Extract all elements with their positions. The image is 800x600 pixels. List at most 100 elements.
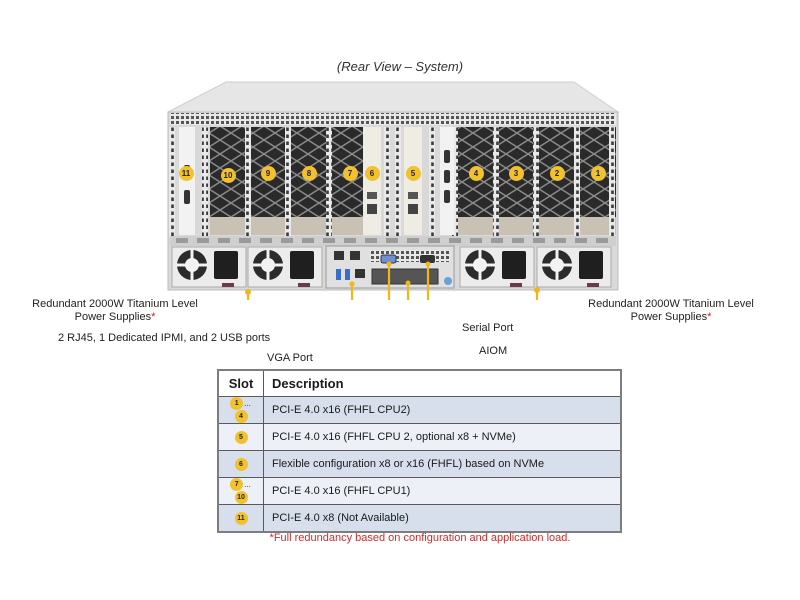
slot-cutout xyxy=(444,190,450,203)
chassis-tab xyxy=(218,238,230,243)
slot-bracket-bottom xyxy=(332,217,368,235)
chassis-tab xyxy=(575,238,587,243)
table-row: 5 PCI-E 4.0 x16 (FHFL CPU 2, optional x8… xyxy=(217,423,622,451)
slot-badge: 6 xyxy=(234,457,248,471)
nic-port xyxy=(408,192,418,199)
serial-label: Serial Port xyxy=(462,322,514,334)
psu-latch xyxy=(222,283,234,287)
description-cell: PCI-E 4.0 x16 (FHFL CPU1) xyxy=(263,477,622,505)
footnote: *Full redundancy based on configuration … xyxy=(269,532,571,544)
chassis-tab xyxy=(386,238,398,243)
rj45-port xyxy=(334,251,344,260)
chassis-tab xyxy=(365,238,377,243)
figure-title: (Rear View – System) xyxy=(336,59,464,74)
nic-port xyxy=(367,192,377,199)
slot-description-table: Slot Description 1...4 PCI-E 4.0 x16 (FH… xyxy=(217,369,622,533)
slot-bracket-bottom xyxy=(250,217,286,235)
table-row: 6 Flexible configuration x8 or x16 (FHFL… xyxy=(217,450,622,478)
psu-right-label: Redundant 2000W Titanium Level Power Sup… xyxy=(588,298,754,323)
chassis-tab xyxy=(323,238,335,243)
slot-number-badge: 3 xyxy=(508,165,524,181)
slot-bracket-bottom xyxy=(580,217,616,235)
slot-column-header: Slot xyxy=(217,369,264,397)
slot-rail xyxy=(245,127,251,237)
slot-rail xyxy=(429,127,435,237)
slot-cell: 7...10 xyxy=(217,477,264,505)
chassis-tab xyxy=(554,238,566,243)
description-cell: PCI-E 4.0 x16 (FHFL CPU2) xyxy=(263,396,622,424)
vga-label: VGA Port xyxy=(267,352,313,364)
power-inlet xyxy=(290,251,314,279)
aiom-label: AIOM xyxy=(479,345,508,357)
slot-badge: 11 xyxy=(234,511,248,525)
chassis-tab xyxy=(197,238,209,243)
power-inlet xyxy=(502,251,526,279)
vga-callout-line xyxy=(387,263,391,300)
slot-number-badge: 5 xyxy=(405,165,421,181)
table-row: 11 PCI-E 4.0 x8 (Not Available) xyxy=(217,504,622,533)
description-cell: PCI-E 4.0 x16 (FHFL CPU 2, optional x8 +… xyxy=(263,423,622,451)
nic-port xyxy=(408,204,418,214)
description-cell: Flexible configuration x8 or x16 (FHFL) … xyxy=(263,450,622,478)
chassis-tab xyxy=(281,238,293,243)
power-inlet xyxy=(579,251,603,279)
psu-latch xyxy=(298,283,310,287)
chassis-tab xyxy=(260,238,272,243)
psu-module xyxy=(247,246,323,288)
slot-rail xyxy=(533,127,539,237)
slot-rail xyxy=(452,127,458,237)
slot-rail xyxy=(609,127,615,237)
psu-left-label: Redundant 2000W Titanium Level Power Sup… xyxy=(32,298,198,323)
psu-module xyxy=(459,246,535,288)
chassis-tab xyxy=(596,238,608,243)
description-cell: PCI-E 4.0 x8 (Not Available) xyxy=(263,504,622,533)
slot-rail xyxy=(384,127,390,237)
slot-rail xyxy=(574,127,580,237)
chassis-tab xyxy=(470,238,482,243)
chassis-tab xyxy=(176,238,188,243)
slot-bracket-bottom xyxy=(291,217,327,235)
chassis-tab xyxy=(512,238,524,243)
slot-bracket-bottom xyxy=(210,217,246,235)
table-row: 7...10 PCI-E 4.0 x16 (FHFL CPU1) xyxy=(217,477,622,505)
slot-cutout xyxy=(444,170,450,183)
serial-port xyxy=(420,255,435,263)
chassis-tab xyxy=(344,238,356,243)
slot-number-badge: 11 xyxy=(178,165,194,181)
slot-badge: 4 xyxy=(234,410,248,423)
ipmi-port xyxy=(355,269,365,278)
slot-number-badge: 4 xyxy=(468,165,484,181)
lan-usb-label: 2 RJ45, 1 Dedicated IPMI, and 2 USB port… xyxy=(58,332,271,344)
table-header-row: Slot Description xyxy=(217,369,622,397)
slot-rail xyxy=(285,127,291,237)
psu-left-callout-line xyxy=(246,292,250,300)
nic-card-bracket xyxy=(363,127,381,235)
nic-card-bracket xyxy=(404,127,422,235)
slot-number-badge: 6 xyxy=(364,165,380,181)
serial-callout-line xyxy=(426,263,430,300)
chassis-tab xyxy=(302,238,314,243)
slot-number-badge: 9 xyxy=(260,165,276,181)
slot-cutout xyxy=(184,190,190,204)
slot-number-badge: 8 xyxy=(301,165,317,181)
usb-port xyxy=(336,269,341,280)
slot-bracket-bottom xyxy=(498,217,534,235)
blank-slot-cover xyxy=(179,127,195,235)
slot-badge: 10 xyxy=(234,491,248,504)
slot-number-badge: 10 xyxy=(220,167,236,183)
slot-rail xyxy=(493,127,499,237)
callout-lines xyxy=(246,263,539,300)
slot-cutout xyxy=(444,150,450,163)
rj45-port xyxy=(350,251,360,260)
slot-rail xyxy=(169,127,175,237)
psu-right-callout-line xyxy=(535,290,539,300)
psu-latch xyxy=(587,283,599,287)
psu-module xyxy=(536,246,612,288)
slot-bracket-bottom xyxy=(539,217,575,235)
slot-bracket-bottom xyxy=(458,217,494,235)
nic-port xyxy=(367,204,377,214)
slot-badge: 1 xyxy=(230,397,244,410)
psu-latch xyxy=(510,283,522,287)
chassis-tab xyxy=(407,238,419,243)
slot-cell: 1...4 xyxy=(217,396,264,424)
